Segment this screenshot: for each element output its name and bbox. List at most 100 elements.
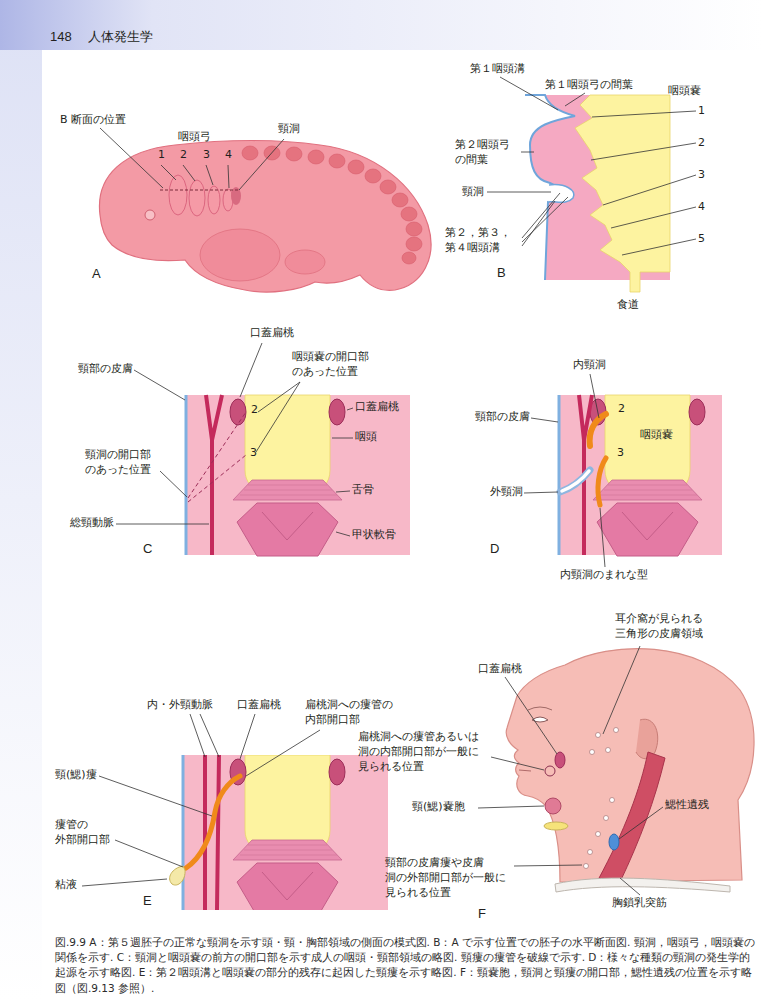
fistula-section <box>230 755 345 910</box>
part-label: 咽頭 <box>355 430 377 445</box>
head-profile <box>604 816 609 821</box>
panel-letter: E <box>143 892 152 910</box>
sinus-types-section <box>598 458 606 505</box>
panel-letter: F <box>478 905 486 923</box>
leader-line <box>620 878 640 895</box>
part-label: 扁桃洞への瘻管の 内部開口部 <box>305 698 403 728</box>
adult-neck-section <box>185 395 188 555</box>
fistula-section <box>182 755 185 910</box>
part-label: 第１咽頭弓の間葉 <box>545 78 633 93</box>
part-label: 舌骨 <box>352 483 374 498</box>
leader-line <box>347 408 353 410</box>
part-label: 頸洞 <box>462 185 484 200</box>
callout-number: 3 <box>698 168 705 183</box>
embryo-drawing <box>242 146 422 264</box>
head-profile <box>590 750 595 755</box>
embryo-drawing <box>402 252 416 264</box>
header-band <box>0 0 763 50</box>
part-label: 口蓋扁桃 <box>237 698 281 713</box>
leader-line <box>336 532 350 536</box>
head-profile <box>528 707 552 710</box>
part-label: 鰓性遺残 <box>665 798 709 813</box>
sinus-types-section <box>560 470 590 492</box>
leader-line <box>565 93 585 106</box>
part-label: 内頸洞のまれな型 <box>560 568 648 583</box>
head-profile <box>636 719 658 759</box>
part-label: 頸部の皮膚 <box>475 410 530 425</box>
part-label: 咽頭弓 <box>178 130 211 145</box>
callout-number: 4 <box>225 148 232 163</box>
panel-letter: C <box>143 540 152 558</box>
leader-line <box>239 139 284 190</box>
leader-line <box>190 714 219 757</box>
head-profile <box>555 752 565 768</box>
callout-number: 5 <box>698 232 705 247</box>
adult-neck-section <box>230 395 345 556</box>
adult-neck-section <box>185 395 410 555</box>
part-label: 外頸洞 <box>490 485 523 500</box>
panel-letter: D <box>490 540 499 558</box>
page-number: 148 <box>50 28 72 46</box>
sinus-types-section <box>590 395 705 556</box>
part-label: 咽頭嚢 <box>640 428 673 443</box>
sinus-types-section <box>562 471 589 491</box>
leader-line <box>505 677 557 754</box>
head-profile <box>532 717 548 722</box>
part-label: 総頸動脈 <box>70 516 114 531</box>
part-label: 咽頭嚢 <box>668 84 701 99</box>
head-profile <box>555 878 730 892</box>
part-label: 咽頭嚢の開口部 のあった位置 <box>292 350 379 380</box>
leader-line <box>100 128 163 188</box>
embryo-drawing <box>286 147 302 161</box>
part-label: 口蓋扁桃 <box>478 662 522 677</box>
embryo-drawing <box>169 175 233 216</box>
callout-number: 1 <box>698 104 705 119</box>
embryo-drawing <box>401 207 417 221</box>
callout-number: 2 <box>180 148 187 163</box>
part-label: 食道 <box>617 298 639 313</box>
head-profile <box>584 864 589 869</box>
embryo-drawing <box>145 210 155 220</box>
fistula-section <box>186 776 240 868</box>
head-profile <box>506 649 754 882</box>
leader-line <box>600 508 605 567</box>
callout-number: 3 <box>203 148 210 163</box>
leader-line <box>332 438 353 439</box>
head-profile <box>584 728 619 869</box>
head-profile <box>596 832 601 837</box>
part-label: 頸部の皮膚 <box>78 362 133 377</box>
adult-neck-section <box>206 395 222 555</box>
section-drawing <box>525 95 575 280</box>
leader-line <box>591 111 696 255</box>
section-drawing <box>575 95 670 292</box>
leader-line <box>491 757 544 770</box>
callout-number: 1 <box>158 148 165 163</box>
head-profile <box>506 649 754 892</box>
leader-line <box>134 370 185 400</box>
head-profile <box>614 728 619 733</box>
fistula-section <box>170 755 388 916</box>
part-label: 耳介窩が見られる 三角形の皮膚領域 <box>615 612 724 642</box>
running-header: 人体発生学 <box>88 28 153 46</box>
callout-number: 2 <box>251 403 258 418</box>
leader-line <box>521 152 534 153</box>
panel-letter: B <box>497 264 506 282</box>
callout-number: 3 <box>617 446 624 461</box>
section-drawing <box>525 95 670 292</box>
embryo-drawing <box>99 140 431 292</box>
panel-letter: A <box>92 265 101 283</box>
callout-number: 3 <box>250 446 257 461</box>
head-profile <box>606 748 611 753</box>
embryo-drawing <box>365 169 381 183</box>
leader-line <box>240 714 255 759</box>
part-label: 甲状軟骨 <box>352 528 396 543</box>
part-label: 口蓋扁桃 <box>250 326 294 341</box>
part-label: 口蓋扁桃 <box>355 400 399 415</box>
part-label: 頸洞 <box>278 122 300 137</box>
leader-line <box>478 806 544 808</box>
leader-line <box>336 491 350 492</box>
leader-line <box>256 382 300 452</box>
part-label: 頸(鰓)瘻 <box>55 768 97 783</box>
part-label: 頸(鰓)嚢胞 <box>412 800 465 815</box>
part-label: 粘液 <box>55 878 77 893</box>
